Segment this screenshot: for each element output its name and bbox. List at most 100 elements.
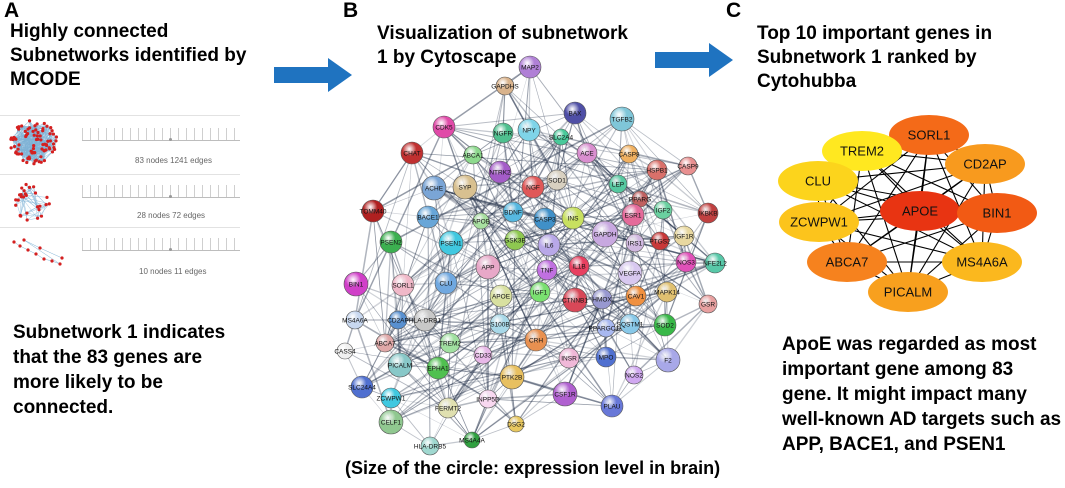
gene-node-abca7[interactable]: ABCA7 — [374, 333, 396, 353]
gene-node-ngfr[interactable]: NGFR — [492, 122, 514, 144]
gene-node-tomm40[interactable]: TOMM40 — [360, 199, 387, 223]
gene-node-inpp5d[interactable]: INPP5D — [476, 389, 500, 409]
gene-node-il6[interactable]: IL6 — [537, 233, 561, 257]
gene-node-hla-drb5[interactable]: HLA-DRB5 — [414, 436, 447, 456]
gene-node-igf2[interactable]: IGF2 — [653, 200, 673, 220]
gene-node-esr1[interactable]: ESR1 — [621, 203, 645, 227]
gene-node-irs1[interactable]: IRS1 — [625, 233, 645, 253]
gene-node-ms4a6a[interactable]: MS4A6A — [342, 310, 368, 330]
hub-gene-bin1[interactable]: BIN1 — [957, 193, 1037, 233]
network-edge — [502, 132, 514, 213]
gene-node-abca1[interactable]: ABCA1 — [462, 145, 484, 165]
hub-gene-picalm[interactable]: PICALM — [868, 272, 948, 312]
gene-node-gapdhs[interactable]: GAPDHS — [491, 76, 519, 96]
gene-node-sod2[interactable]: SOD2 — [653, 313, 677, 337]
gene-node-clu[interactable]: CLU — [434, 271, 458, 295]
gene-node-cd33[interactable]: CD33 — [473, 345, 493, 365]
gene-node-casp9[interactable]: CASP9 — [677, 156, 699, 176]
gene-node-crh[interactable]: CRH — [524, 328, 548, 352]
network-edge — [586, 118, 623, 154]
gene-node-bin1[interactable]: BIN1 — [343, 271, 369, 297]
gene-node-gapdh[interactable]: GAPDH — [591, 220, 619, 248]
gene-node-ptk2b[interactable]: PTK2B — [499, 364, 525, 390]
gene-node-app[interactable]: APP — [475, 254, 501, 280]
gene-node-tnf[interactable]: TNF — [536, 259, 558, 281]
gene-node-nos2[interactable]: NOS2 — [624, 365, 644, 385]
gene-node-npy[interactable]: NPY — [517, 118, 541, 142]
hub-gene-trem2[interactable]: TREM2 — [822, 131, 902, 171]
gene-node-slc2a4[interactable]: SLC2A4 — [549, 128, 574, 146]
gene-node-casp3[interactable]: CASP3 — [533, 207, 557, 231]
gene-node-plau[interactable]: PLAU — [600, 394, 624, 418]
gene-node-ntrk2[interactable]: NTRK2 — [488, 160, 512, 184]
gene-node-sod1[interactable]: SOD1 — [546, 169, 568, 191]
gene-node-ins[interactable]: INS — [561, 206, 585, 230]
gene-node-gsr[interactable]: GSR — [698, 294, 718, 314]
gene-node-label: ABCA1 — [462, 153, 484, 160]
gene-node-picalm[interactable]: PICALM — [387, 352, 413, 378]
gene-node-bax[interactable]: BAX — [563, 101, 587, 125]
gene-node-hmox[interactable]: HMOX — [591, 288, 612, 310]
gene-node-bdnf[interactable]: BDNF — [502, 201, 524, 223]
gene-node-dsg2[interactable]: DSG2 — [507, 415, 525, 433]
gene-node-csf1r[interactable]: CSF1R — [552, 381, 578, 407]
gene-node-zcwpw1[interactable]: ZCWPW1 — [377, 387, 406, 409]
gene-node-apoe[interactable]: APOE — [489, 284, 513, 308]
gene-node-igf1r[interactable]: IGF1R — [673, 225, 695, 247]
gene-node-nfe2l2[interactable]: NFE2L2 — [703, 252, 727, 274]
gene-node-fermt2[interactable]: FERMT2 — [435, 397, 461, 419]
gene-node-lep[interactable]: LEP — [608, 174, 628, 194]
gene-node-cass4[interactable]: CASS4 — [334, 342, 356, 360]
gene-node-celf1[interactable]: CELF1 — [378, 409, 404, 435]
gene-node-sorl1[interactable]: SORL1 — [391, 273, 415, 297]
hub-gene-sorl1[interactable]: SORL1 — [889, 115, 969, 155]
gene-node-ace[interactable]: ACE — [576, 142, 598, 164]
hub-gene-cd2ap[interactable]: CD2AP — [945, 144, 1025, 184]
gene-node-ache[interactable]: ACHE — [421, 175, 447, 201]
hub-gene-clu[interactable]: CLU — [778, 161, 858, 201]
gene-node-f2[interactable]: F2 — [655, 347, 681, 373]
gene-node-cdk5[interactable]: CDK5 — [432, 115, 456, 139]
gene-node-gsk3b[interactable]: GSK3B — [504, 229, 526, 251]
hub-gene-abca7[interactable]: ABCA7 — [807, 242, 887, 282]
gene-node-ppargc1a[interactable]: PPARGC1A — [589, 318, 625, 338]
hub-gene-ms4a6a[interactable]: MS4A6A — [942, 242, 1022, 282]
gene-node-igf1[interactable]: IGF1 — [529, 281, 551, 303]
gene-node-chat[interactable]: CHAT — [400, 141, 424, 165]
gene-node-ikbkb[interactable]: IKBKB — [697, 202, 719, 224]
hub-gene-apoe[interactable]: APOE — [880, 191, 960, 231]
mcode-row-1[interactable]: 83 nodes 1241 edges — [0, 115, 240, 174]
gene-node-psen1[interactable]: PSEN1 — [438, 230, 464, 256]
gene-node-cd2ap[interactable]: CD2AP — [387, 310, 409, 330]
gene-node-il1b[interactable]: IL1B — [568, 255, 590, 277]
gene-node-s100b[interactable]: S100B — [489, 313, 511, 335]
gene-node-vegfa[interactable]: VEGFA — [617, 260, 643, 286]
gene-node-ms4a4a[interactable]: MS4A4A — [459, 431, 485, 449]
gene-node-tgfb2[interactable]: TGFB2 — [609, 106, 635, 132]
network-edge — [621, 118, 668, 293]
gene-node-epha1[interactable]: EPHA1 — [426, 356, 450, 380]
mcode-row-3[interactable]: 10 nodes 11 edges — [0, 227, 240, 280]
hub-gene-zcwpw1[interactable]: ZCWPW1 — [779, 202, 859, 242]
gene-node-bace1[interactable]: BACE1 — [416, 205, 440, 229]
gene-node-casp8[interactable]: CASP8 — [618, 144, 640, 164]
gene-node-ptgs2[interactable]: PTGS2 — [649, 231, 671, 251]
gene-node-cav1[interactable]: CAV1 — [625, 285, 647, 307]
gene-node-sqstm1[interactable]: SQSTM1 — [617, 313, 644, 335]
gene-node-nos3[interactable]: NOS3 — [675, 251, 697, 273]
gene-node-mpo[interactable]: MPO — [595, 346, 617, 368]
gene-node-ctnnb1[interactable]: CTNNB1 — [562, 287, 588, 313]
gene-node-slc24a4[interactable]: SLC24A4 — [348, 375, 376, 399]
gene-node-pparg[interactable]: PPARG — [629, 190, 651, 208]
gene-node-apob[interactable]: APOB — [472, 212, 490, 230]
gene-node-hspb1[interactable]: HSPB1 — [646, 159, 668, 181]
gene-node-ngf[interactable]: NGF — [521, 175, 545, 199]
gene-node-syp[interactable]: SYP — [452, 174, 478, 200]
gene-node-hla-drb1[interactable]: HLA-DRB1 — [409, 308, 442, 332]
mcode-row-2[interactable]: 28 nodes 72 edges — [0, 174, 240, 227]
gene-node-insr[interactable]: INSR — [558, 347, 580, 369]
gene-node-trem2[interactable]: TREM2 — [439, 332, 461, 354]
gene-node-psen2[interactable]: PSEN2 — [379, 230, 403, 254]
gene-node-mapk14[interactable]: MAPK14 — [654, 281, 680, 303]
network-edge — [502, 132, 534, 188]
